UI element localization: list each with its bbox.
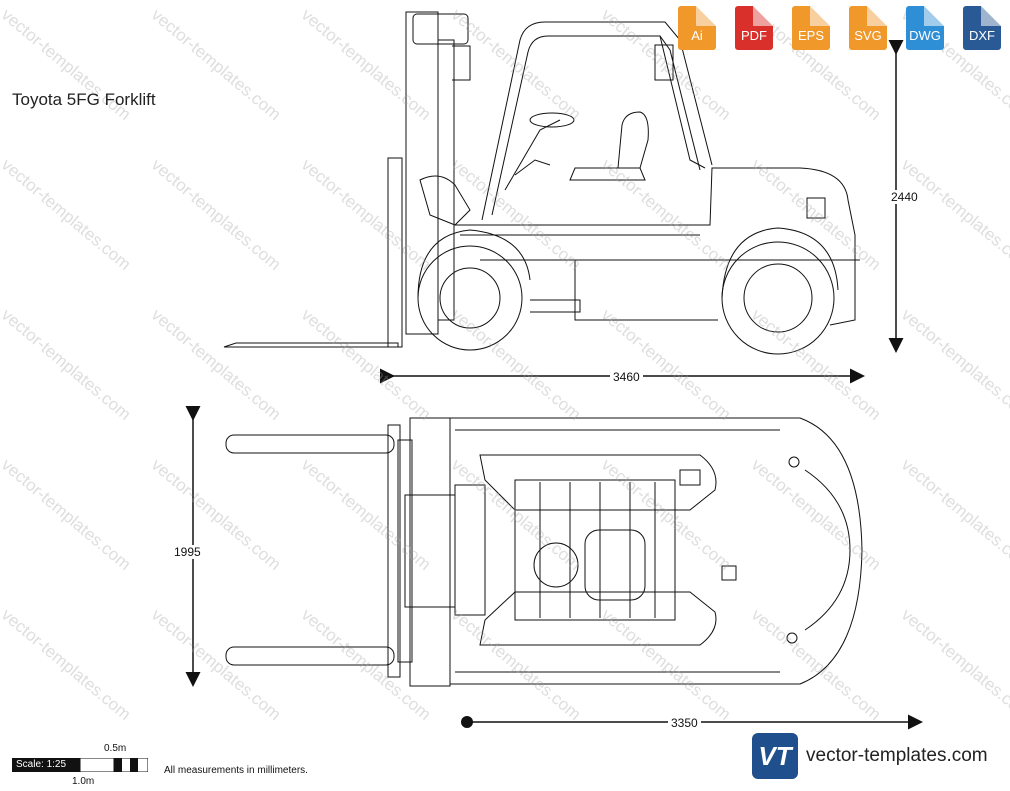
width-dimension-label: 1995 [172,545,203,559]
measurement-note: All measurements in millimeters. [164,765,308,776]
top-view [225,417,863,687]
brand-site-link[interactable]: vector-templates.com [806,745,988,766]
dimension-lines [185,40,923,730]
format-eps-icon[interactable]: EPS [792,6,830,50]
length-bottom-dimension-label: 3350 [668,716,701,730]
format-pdf-icon[interactable]: PDF [735,6,773,50]
scale-bar [80,758,148,772]
vt-logo-icon: VT [752,733,798,779]
format-ai-icon[interactable]: Ai [678,6,716,50]
dimension-origin-dot [461,716,473,728]
side-view [223,11,860,355]
scale-one-meter: 1.0m [72,776,95,787]
format-svg-icon[interactable]: SVG [849,6,887,50]
format-dxf-icon[interactable]: DXF [963,6,1001,50]
scale-half-meter: 0.5m [104,743,127,754]
length-dimension-label: 3460 [610,370,643,384]
height-dimension-label: 2440 [889,190,920,204]
scale-label: Scale: 1:25 [12,758,80,772]
page-title: Toyota 5FG Forklift [12,90,156,109]
format-dwg-icon[interactable]: DWG [906,6,944,50]
